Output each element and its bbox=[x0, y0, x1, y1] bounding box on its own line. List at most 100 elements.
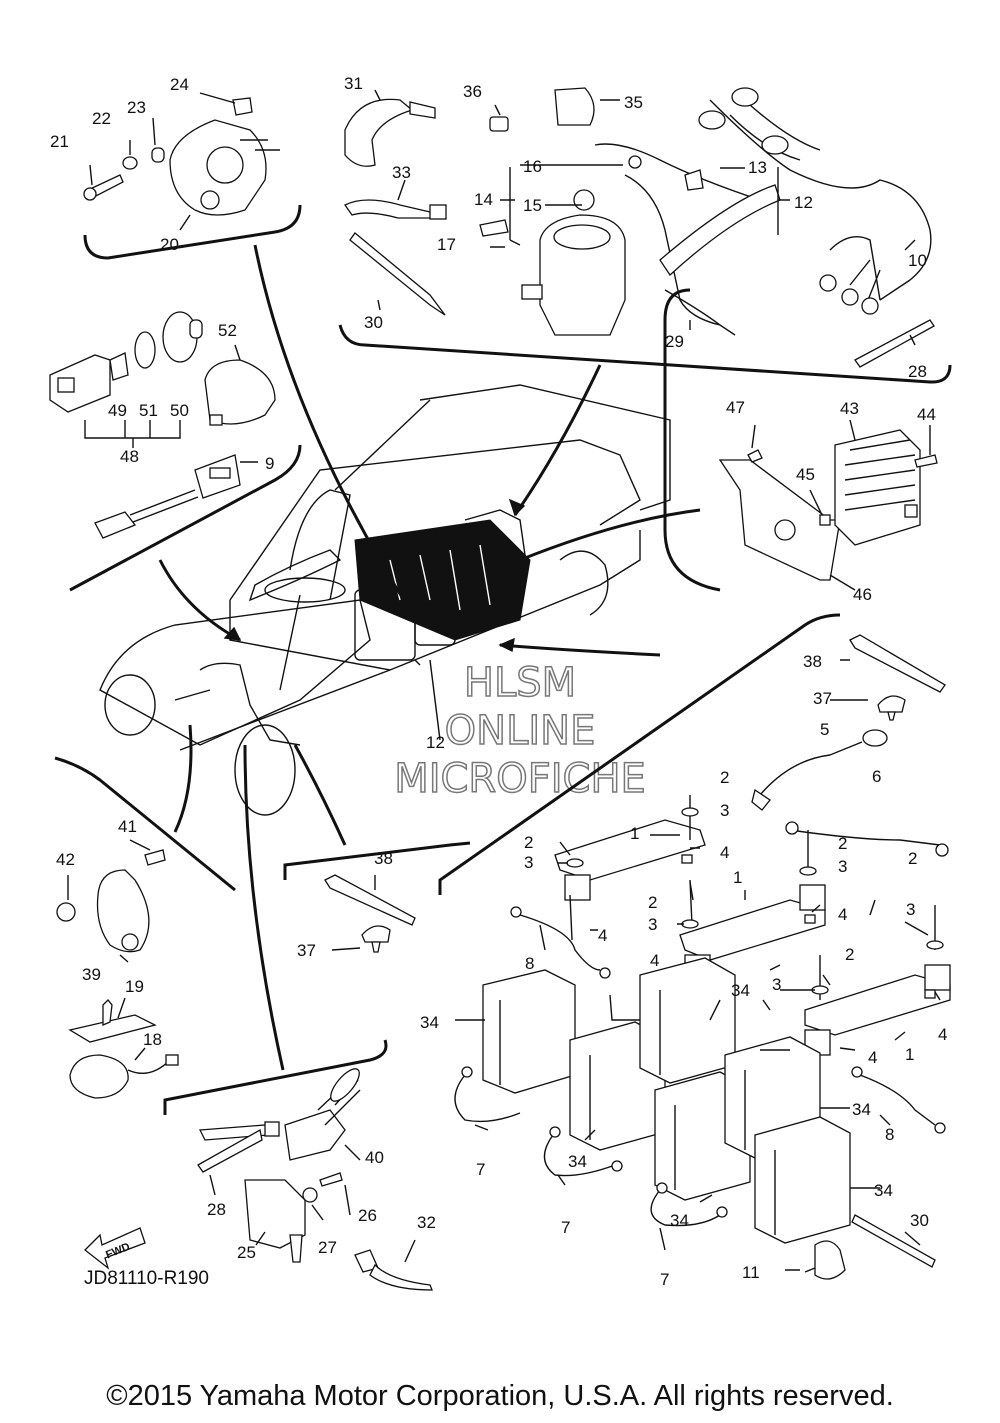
callout-3: 3 bbox=[838, 857, 847, 876]
callout-30: 30 bbox=[910, 1211, 929, 1230]
horn-group bbox=[56, 839, 166, 963]
callout-2: 2 bbox=[908, 849, 917, 868]
callout-48: 48 bbox=[120, 447, 139, 466]
callout-47: 47 bbox=[726, 398, 745, 417]
callout-7: 7 bbox=[660, 1270, 669, 1289]
vehicle-outline bbox=[99, 384, 671, 816]
callout-4: 4 bbox=[720, 843, 729, 862]
callout-21: 21 bbox=[50, 132, 69, 151]
callout-11: 11 bbox=[742, 1263, 760, 1282]
callout-34: 34 bbox=[670, 1211, 689, 1230]
callout-numbers: 1 1 1 2 2 2 2 2 2 3 3 3 3 3 3 4 4 4 4 4 … bbox=[50, 74, 947, 1289]
pedal-switch-group bbox=[197, 1068, 433, 1291]
callout-3: 3 bbox=[772, 975, 781, 994]
callout-38: 38 bbox=[374, 849, 393, 868]
callout-13: 13 bbox=[748, 158, 767, 177]
callout-16: 16 bbox=[523, 157, 542, 176]
callout-7: 7 bbox=[476, 1160, 485, 1179]
callout-52: 52 bbox=[218, 321, 237, 340]
callout-34: 34 bbox=[568, 1152, 587, 1171]
callout-2: 2 bbox=[720, 768, 729, 787]
callout-2: 2 bbox=[524, 833, 533, 852]
watermark-line-2: ONLINE bbox=[445, 708, 596, 754]
watermark-line-1: HLSM bbox=[464, 660, 576, 706]
main-switch-group bbox=[49, 311, 276, 539]
group-brackets bbox=[54, 204, 952, 1115]
copyright-notice: ©2015 Yamaha Motor Corporation, U.S.A. A… bbox=[106, 1380, 894, 1412]
callout-14: 14 bbox=[474, 190, 493, 209]
leader-arrows bbox=[158, 244, 701, 1071]
callout-1: 1 bbox=[733, 868, 742, 887]
callout-2: 2 bbox=[845, 945, 854, 964]
callout-8: 8 bbox=[525, 954, 534, 973]
callout-36: 36 bbox=[463, 82, 482, 101]
callout-34: 34 bbox=[852, 1100, 871, 1119]
callout-44: 44 bbox=[917, 405, 936, 424]
callout-28: 28 bbox=[908, 362, 927, 381]
callout-10: 10 bbox=[908, 251, 927, 270]
callout-2: 2 bbox=[648, 893, 657, 912]
callout-2: 2 bbox=[838, 834, 847, 853]
sensor-group bbox=[68, 997, 179, 1099]
callout-37: 37 bbox=[813, 689, 832, 708]
callout-28: 28 bbox=[207, 1200, 226, 1219]
callout-17: 17 bbox=[437, 235, 456, 254]
callout-42: 42 bbox=[56, 850, 75, 869]
callout-23: 23 bbox=[127, 98, 146, 117]
callout-5: 5 bbox=[820, 720, 829, 739]
callout-31: 31 bbox=[344, 74, 363, 93]
callout-22: 22 bbox=[92, 109, 111, 128]
callout-7: 7 bbox=[561, 1218, 570, 1237]
callout-33: 33 bbox=[392, 163, 411, 182]
callout-20: 20 bbox=[160, 235, 179, 254]
callout-27: 27 bbox=[318, 1238, 337, 1257]
callout-37: 37 bbox=[297, 941, 316, 960]
callout-4: 4 bbox=[650, 951, 659, 970]
callout-34: 34 bbox=[874, 1181, 893, 1200]
solenoid-harness-group bbox=[344, 87, 935, 368]
callout-18: 18 bbox=[143, 1030, 162, 1049]
callout-38: 38 bbox=[803, 652, 822, 671]
callout-12: 12 bbox=[426, 733, 445, 752]
watermark-line-3: MICROFICHE bbox=[394, 756, 646, 802]
callout-3: 3 bbox=[648, 915, 657, 934]
callout-35: 35 bbox=[624, 93, 643, 112]
callout-45: 45 bbox=[796, 465, 815, 484]
battery-pack bbox=[354, 509, 531, 641]
callout-24: 24 bbox=[170, 75, 189, 94]
callout-40: 40 bbox=[365, 1148, 384, 1167]
callout-9: 9 bbox=[265, 454, 274, 473]
callout-32: 32 bbox=[417, 1213, 436, 1232]
callout-3: 3 bbox=[720, 801, 729, 820]
callout-29: 29 bbox=[665, 332, 684, 351]
callout-49: 49 bbox=[108, 401, 127, 420]
callout-1: 1 bbox=[630, 824, 639, 843]
watermark: HLSM ONLINE MICROFICHE bbox=[393, 659, 646, 803]
callout-34: 34 bbox=[420, 1013, 439, 1032]
bolts-washers-nuts bbox=[566, 795, 944, 1000]
callout-1: 1 bbox=[905, 1045, 914, 1064]
callout-3: 3 bbox=[524, 853, 533, 872]
callout-39: 39 bbox=[82, 965, 101, 984]
callout-6: 6 bbox=[872, 767, 881, 786]
callout-4: 4 bbox=[868, 1048, 877, 1067]
callout-51: 51 bbox=[139, 401, 158, 420]
meter-housing-group bbox=[83, 92, 280, 231]
battery-cells bbox=[482, 957, 851, 1244]
callout-4: 4 bbox=[838, 905, 847, 924]
callout-4: 4 bbox=[598, 926, 607, 945]
battery-cables bbox=[454, 729, 949, 1280]
callout-19: 19 bbox=[125, 977, 144, 996]
callout-34: 34 bbox=[731, 981, 750, 1000]
callout-30: 30 bbox=[364, 313, 383, 332]
diagram-reference-code: JD81110-R190 bbox=[84, 1268, 209, 1289]
callout-3: 3 bbox=[906, 900, 915, 919]
callout-50: 50 bbox=[170, 401, 189, 420]
callout-41: 41 bbox=[118, 817, 137, 836]
callout-4: 4 bbox=[938, 1025, 947, 1044]
callout-46: 46 bbox=[853, 585, 872, 604]
callout-25: 25 bbox=[237, 1243, 256, 1262]
callout-15: 15 bbox=[523, 196, 542, 215]
callout-26: 26 bbox=[358, 1206, 377, 1225]
